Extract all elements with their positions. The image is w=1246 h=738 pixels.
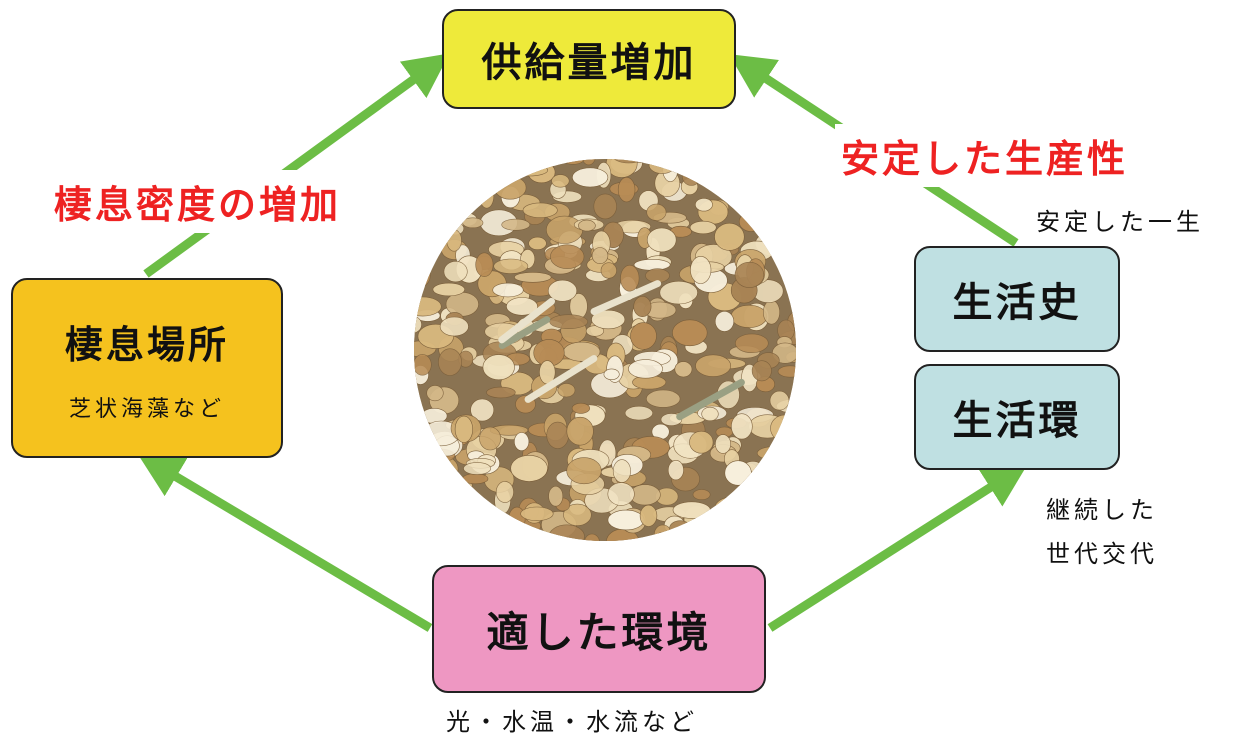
supply-increase-title: 供給量増加 <box>481 40 697 86</box>
foraminifera-sand-photo <box>414 159 796 541</box>
density-increase-label: 棲息密度の増加 <box>46 170 350 233</box>
habitat-box: 棲息場所 芝状海藻など <box>11 278 283 458</box>
sand-grains-illustration <box>414 159 796 541</box>
stable-lifetime-note: 安定した一生 <box>1036 208 1204 236</box>
life-cycle-title: 生活環 <box>952 398 1082 444</box>
generation-note-line2: 世代交代 <box>1046 540 1158 568</box>
arrow-habitat-to-supply <box>143 53 450 278</box>
life-cycle-box: 生活環 <box>914 364 1120 470</box>
habitat-title: 棲息場所 <box>64 322 229 367</box>
habitat-subtitle: 芝状海藻など <box>68 396 225 422</box>
suitable-environment-box: 適した環境 <box>432 565 766 693</box>
life-history-title: 生活史 <box>952 280 1082 326</box>
arrow-env-to-habitat <box>137 453 433 632</box>
generation-note-line1: 継続した <box>1046 496 1158 524</box>
arrow-env-to-lifecycle <box>767 463 1029 632</box>
life-history-box: 生活史 <box>914 246 1120 352</box>
supply-increase-box: 供給量増加 <box>442 9 736 109</box>
suitable-environment-title: 適した環境 <box>486 607 712 657</box>
stable-productivity-label: 安定した生産性 <box>835 124 1135 187</box>
environment-factors-note: 光・水温・水流など <box>446 708 698 736</box>
